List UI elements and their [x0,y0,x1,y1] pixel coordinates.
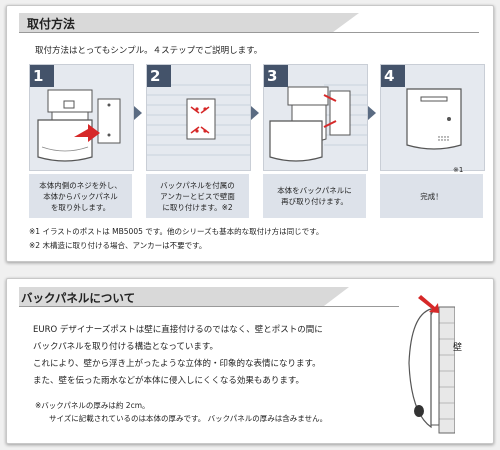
footnote: サイズに記載されているのは本体の厚みです。 バックパネルの厚みは含みません。 [49,414,328,423]
note-1: ※1 イラストのポストは MB5005 です。他のシリーズも基本的な取付け方は同… [29,227,324,236]
step-3-caption: 本体をバックパネルに 再び取り付けます。 [263,174,366,218]
installation-card: 取付方法 取付方法はとってもシンプル。４ステップでご説明します。 1 2 [6,5,494,262]
mailbox-disassembly-illustration [37,89,121,162]
paragraph: バックパネルを取り付ける構造となっています。 [33,342,219,352]
step-4-caption: 完成！ [380,174,483,218]
step-number: 4 [384,67,395,85]
section-title-bar: 取付方法 [19,13,479,33]
side-view-illustration [408,295,455,434]
step-3-image: 3 [263,64,368,171]
step-arrow [368,106,376,120]
completed-mailbox-illustration [406,88,462,150]
step-arrow [134,106,142,120]
step-1-caption: 本体内側のネジを外し、 本体からバックパネル を取り外します。 [29,174,132,218]
paragraph: これにより、壁から浮き上がったような立体的・印象的な表情になります。 [33,359,321,369]
note-2: ※2 木構造に取り付ける場合、アンカーは不要です。 [29,241,207,250]
paragraph: また、壁を伝った雨水などが本体に侵入しにくくなる効果もあります。 [33,376,304,386]
paragraph: EURO デザイナーズポストは壁に直接付けるのではなく、壁とポストの間に [33,325,323,335]
step-number: 1 [33,67,44,85]
section-title: バックパネルについて [21,291,136,305]
back-panel-mounting-illustration [147,84,250,156]
step-1-image: 1 [29,64,134,171]
back-panel-card: バックパネルについて EURO デザイナーズポストは壁に直接付けるのではなく、壁… [6,278,494,444]
step-number: 2 [150,67,161,85]
image-note: ※1 [453,166,464,174]
mailbox-reattach-illustration [269,84,367,162]
wall-label: 壁 [453,343,463,353]
step-arrow [251,106,259,120]
step-4-image: 4 [380,64,485,171]
intro-text: 取付方法はとってもシンプル。４ステップでご説明します。 [35,46,263,56]
footnote: ※バックパネルの厚みは約 2cm。 [35,401,150,410]
step-2-image: 2 [146,64,251,171]
step-number: 3 [267,67,278,85]
step-2-caption: バックパネルを付属の アンカーとビスで壁面 に取り付けます。※2 [146,174,249,218]
section-title: 取付方法 [27,17,76,31]
